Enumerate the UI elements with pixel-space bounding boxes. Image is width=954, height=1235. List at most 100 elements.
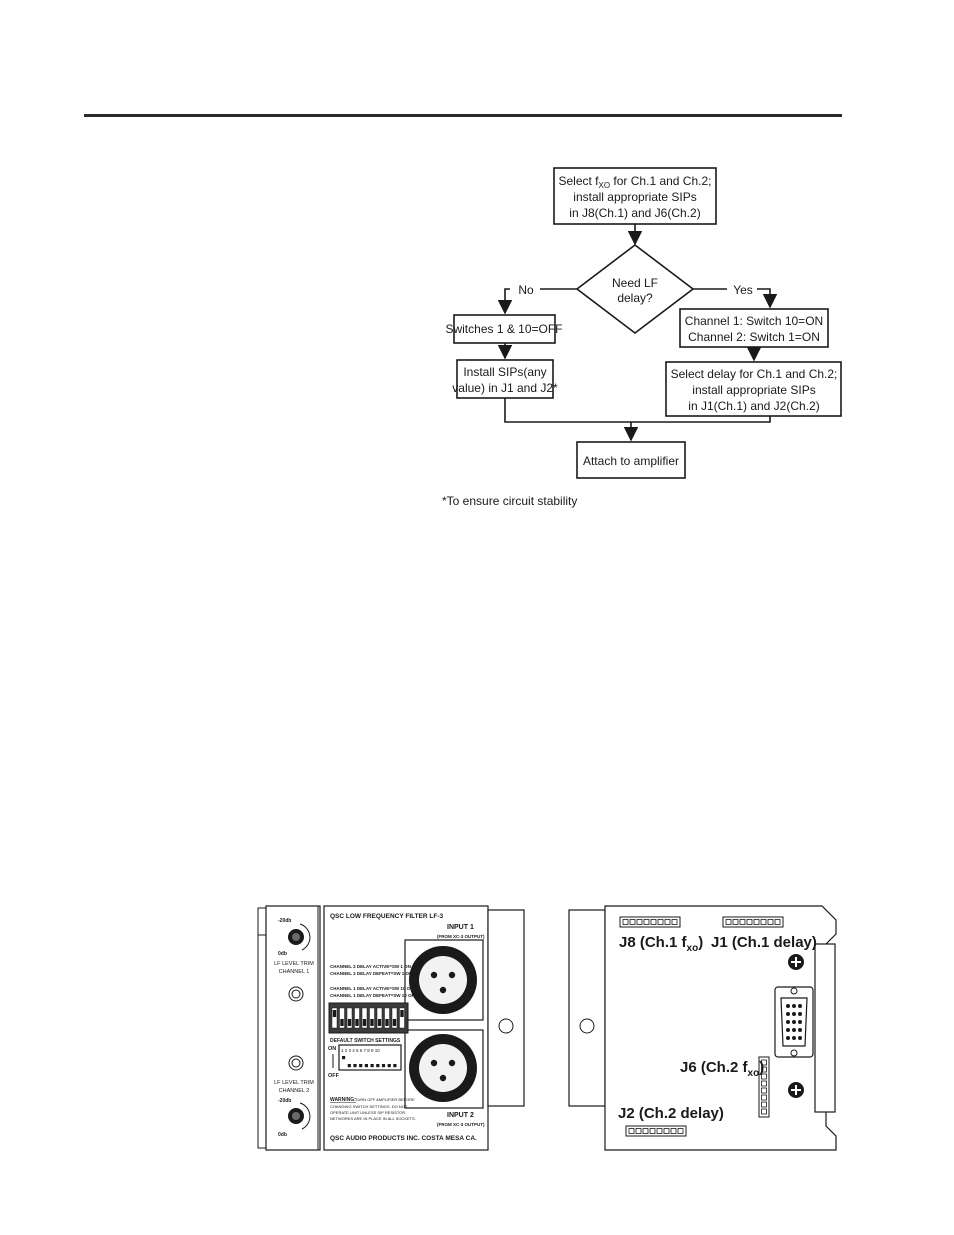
- db-pin: [786, 1020, 790, 1024]
- trim1-top-label: -20db: [278, 918, 291, 924]
- dip-switch: [384, 1007, 390, 1029]
- sip-socket-pin: [761, 1073, 767, 1080]
- sip-socket-pin: [753, 919, 760, 925]
- sip-socket-pin: [761, 1094, 767, 1101]
- yes-step1-box: [679, 308, 829, 348]
- decision-text-line1: Need LF: [612, 276, 658, 290]
- dip-switch-toggle: [370, 1019, 374, 1026]
- db-pin: [786, 1028, 790, 1032]
- flowchart: Select fXO for Ch.1 and Ch.2; install ap…: [442, 167, 842, 508]
- trim2-knob-center: [292, 1112, 300, 1120]
- dip-switch-toggle: [332, 1010, 337, 1017]
- sip-socket-pin: [761, 1087, 767, 1094]
- default-switch-mark: [376, 1064, 380, 1068]
- yes-step2-text-line3: in J1(Ch.1) and J2(Ch.2): [688, 399, 819, 413]
- dip-switch: [361, 1007, 368, 1029]
- dip-switch: [376, 1007, 383, 1029]
- sip-socket-pin: [642, 1128, 649, 1134]
- arrow-no-branch: [505, 288, 577, 313]
- sip-socket-j1: [722, 916, 784, 928]
- screw-top: [788, 954, 804, 970]
- panel-title: QSC LOW FREQUENCY FILTER LF-3: [330, 913, 444, 920]
- yes-step1-text-line2: Channel 2: Switch 1=ON: [688, 330, 820, 344]
- sip-socket-pin: [677, 1128, 684, 1134]
- input2-sublabel: (FROM XC-3 OUTPUT): [437, 1122, 485, 1127]
- dip-switch-toggle: [385, 1019, 389, 1026]
- warning-label: WARNING:: [330, 1097, 356, 1103]
- default-switch-mark: [359, 1064, 363, 1068]
- trim1-knob-center: [292, 933, 300, 941]
- db-pin: [786, 1004, 790, 1008]
- trim2-arc-arrow: [299, 1102, 311, 1130]
- sip-socket-pin: [774, 919, 781, 925]
- db-pin: [792, 1036, 796, 1040]
- sip-socket-body: [625, 1125, 687, 1137]
- sip-socket-pin: [622, 919, 629, 925]
- sip-socket-pin: [628, 1128, 635, 1134]
- input2-label: INPUT 2: [447, 1112, 474, 1119]
- sip-socket-pin: [761, 1066, 767, 1073]
- manufacturer-text: QSC AUDIO PRODUCTS INC. COSTA MESA CA.: [330, 1135, 477, 1142]
- side-tab-hole: [498, 1018, 514, 1034]
- panel-hole-2-inner: [291, 1058, 301, 1068]
- dip-switch-toggle: [392, 1019, 397, 1026]
- default-switch-mark: [393, 1064, 397, 1068]
- sip-socket-body: [619, 916, 681, 928]
- yes-step1-text-line1: Channel 1: Switch 10=ON: [685, 314, 823, 328]
- db-pin: [798, 1004, 802, 1008]
- pcb-board: [604, 905, 837, 1151]
- xlr-frame-2: [404, 1029, 484, 1109]
- start-text-line1: Select fXO for Ch.1 and Ch.2;: [559, 174, 712, 190]
- arrow-yes-branch: [693, 288, 770, 307]
- default-switch-marks: [342, 1056, 397, 1068]
- screw-top-cross: [791, 957, 801, 967]
- j8-label: J8 (Ch.1 fxo): [619, 934, 703, 954]
- decision-text-line2: delay?: [617, 291, 653, 305]
- sip-socket-pin: [663, 1128, 670, 1134]
- end-box: [576, 441, 686, 479]
- sip-socket-pin: [761, 1059, 767, 1066]
- trim1-arc-arrow: [299, 923, 311, 951]
- xlr-1-face: [419, 956, 467, 1004]
- dip-switch: [391, 1007, 398, 1029]
- trim1-label-1: LF LEVEL TRIM: [274, 961, 314, 967]
- default-switch-mark: [342, 1056, 346, 1060]
- default-switch-mark: [353, 1064, 357, 1068]
- trim2-label-1: LF LEVEL TRIM: [274, 1080, 314, 1086]
- default-switch-diagram: [338, 1044, 402, 1071]
- db-pin: [792, 1028, 796, 1032]
- dip-switch-toggle: [340, 1019, 344, 1026]
- ch1-active-text: CHANNEL 1 DELAY ACTIVE=SW 10 ON: [330, 986, 413, 991]
- xlr-connector-2: [409, 1034, 477, 1102]
- dip-switch: [331, 1007, 338, 1029]
- dip-switch-toggle: [362, 1019, 367, 1026]
- sip-socket-pin: [746, 919, 753, 925]
- dip-switch: [354, 1007, 360, 1029]
- default-switch-mark: [370, 1064, 374, 1068]
- sip-socket-pin: [761, 1101, 767, 1108]
- trim2-bottom-label: 0db: [278, 1132, 287, 1138]
- default-switch-mark: [347, 1064, 351, 1068]
- sip-socket-pin: [636, 919, 643, 925]
- db-pin: [798, 1020, 802, 1024]
- ch2-active-text: CHANNEL 2 DELAY ACTIVE=SW 1 ON: [330, 964, 411, 969]
- dip-switch-toggle: [400, 1010, 404, 1017]
- sip-socket-j6: [758, 1056, 770, 1118]
- sip-socket-pin: [643, 919, 650, 925]
- j1-label: J1 (Ch.1 delay): [711, 934, 817, 951]
- no-label: No: [518, 283, 534, 297]
- default-switch-mark: [381, 1064, 386, 1068]
- pcb-left-tab-hole: [579, 1018, 595, 1034]
- j6-label: J6 (Ch.2 fxo): [680, 1059, 764, 1079]
- start-text-line3: in J8(Ch.1) and J6(Ch.2): [569, 206, 700, 220]
- trim2-label-2: CHANNEL 2: [279, 1088, 310, 1094]
- input1-sublabel: (FROM XC-3 OUTPUT): [437, 934, 485, 939]
- pcb-left-tab: [568, 909, 606, 1107]
- warning-line-4: NETWORKS ARE IN PLACE IN ALL SOCKETS.: [330, 1116, 416, 1121]
- db-connector-shell: [780, 997, 808, 1047]
- trim1-knob: [288, 929, 304, 945]
- sip-socket-j8: [619, 916, 681, 928]
- db-connector-pins: [786, 1004, 802, 1040]
- db-pin: [792, 1012, 796, 1016]
- dip-switch-toggle: [355, 1019, 359, 1026]
